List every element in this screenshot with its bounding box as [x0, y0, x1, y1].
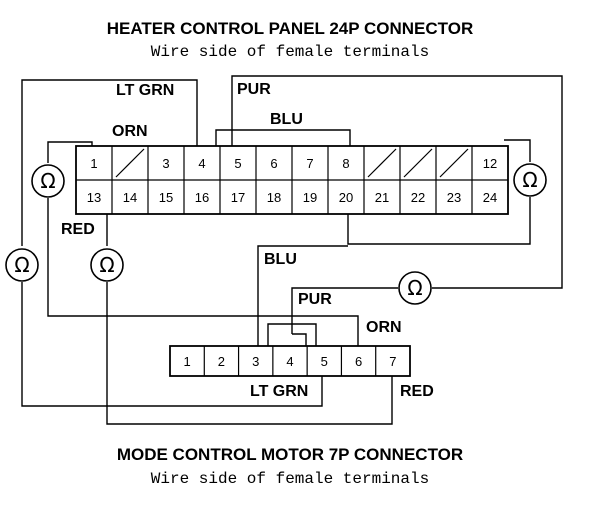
- empty-cavity: [367, 148, 397, 178]
- wire-blu-link: [215, 129, 351, 146]
- pin-label: 13: [87, 190, 101, 205]
- label-lt-grn-bottom: LT GRN: [250, 383, 308, 400]
- pin-label: 12: [483, 156, 497, 171]
- connector-7p-body: [169, 345, 411, 377]
- pin-label: 22: [411, 190, 425, 205]
- pin-label: 21: [375, 190, 389, 205]
- label-pur-top: PUR: [237, 81, 271, 98]
- ohmmeter-right-lower: Ω: [398, 271, 432, 305]
- pin-label: 7: [389, 354, 396, 369]
- label-blu-top: BLU: [270, 111, 303, 128]
- empty-cavity: [439, 148, 469, 178]
- label-lt-grn-top: LT GRN: [116, 82, 174, 99]
- empty-cavity: [115, 148, 145, 178]
- wire-red: [106, 214, 393, 425]
- ohmmeter-left-lower: Ω: [5, 248, 39, 282]
- wire-lt-grn: [21, 79, 323, 407]
- ohmmeter-left-upper: Ω: [31, 164, 65, 198]
- pin-label: 18: [267, 190, 281, 205]
- ohm-icon: Ω: [522, 168, 537, 192]
- ohmmeter-red: Ω: [90, 248, 124, 282]
- header-title: HEATER CONTROL PANEL 24P CONNECTOR: [107, 19, 474, 38]
- pin-label: 19: [303, 190, 317, 205]
- pin-label: 20: [339, 190, 353, 205]
- wire-blu-to-7p: [257, 245, 348, 346]
- pin-label: 16: [195, 190, 209, 205]
- ohmmeter-right-upper: Ω: [513, 163, 547, 197]
- pin-label: 8: [342, 156, 349, 171]
- label-red-bottom: RED: [400, 383, 434, 400]
- ohm-icon: Ω: [99, 253, 114, 277]
- pin-label: 4: [286, 354, 293, 369]
- pin-label: 6: [270, 156, 277, 171]
- footer-title: MODE CONTROL MOTOR 7P CONNECTOR: [117, 445, 463, 464]
- wire-link-3-4: [267, 323, 317, 346]
- label-pur-mid: PUR: [298, 291, 332, 308]
- pin-label: 14: [123, 190, 137, 205]
- pin-label: 15: [159, 190, 173, 205]
- label-orn-mid: ORN: [366, 319, 402, 336]
- wire-blu-lower: [347, 139, 531, 245]
- pin-label: 3: [162, 156, 169, 171]
- pin-label: 24: [483, 190, 497, 205]
- ohm-icon: Ω: [14, 253, 29, 277]
- pin-label: 5: [234, 156, 241, 171]
- label-orn-top: ORN: [112, 123, 148, 140]
- ohm-icon: Ω: [407, 276, 422, 300]
- footer-subtitle: Wire side of female terminals: [151, 470, 429, 488]
- connector-7p: 1 2 3 4 5 6 7: [169, 345, 411, 377]
- header-subtitle: Wire side of female terminals: [151, 43, 429, 61]
- pin-label: 2: [218, 354, 225, 369]
- ohm-icon: Ω: [40, 169, 55, 193]
- pin-label: 23: [447, 190, 461, 205]
- label-blu-mid: BLU: [264, 251, 297, 268]
- empty-cavity: [403, 148, 433, 178]
- pin-label: 3: [252, 354, 259, 369]
- pin-label: 17: [231, 190, 245, 205]
- pin-label: 4: [198, 156, 205, 171]
- label-red-left: RED: [61, 221, 95, 238]
- pin-label: 7: [306, 156, 313, 171]
- pin-label: 1: [90, 156, 97, 171]
- wire-orn: [47, 141, 359, 346]
- pin-label: 6: [355, 354, 362, 369]
- pin-label: 1: [184, 354, 191, 369]
- pin-label: 5: [321, 354, 328, 369]
- wire-pur: [231, 75, 563, 346]
